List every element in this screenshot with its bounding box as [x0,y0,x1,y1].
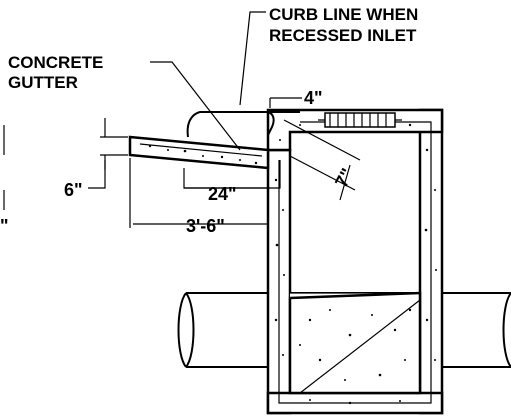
dimension-lines [3,11,361,228]
inlet-box [266,108,444,415]
concrete-stipple [148,123,437,405]
dim-3ft6in: 3'-6" [186,216,225,236]
curb-line [186,111,300,138]
dim-left-cut: 6" [0,216,9,236]
inlet-fill [288,291,422,395]
dim-7in: 7" [331,165,357,191]
dim-4in: 4" [304,88,323,108]
dim-24in: 24" [208,184,237,204]
label-gutter-1: CONCRETE [8,53,103,72]
labels: CURB LINE WHEN RECESSED INLET CONCRETE G… [0,5,418,236]
inlet-grate [318,112,402,128]
label-curb-line-2: RECESSED INLET [269,26,417,45]
label-curb-line-1: CURB LINE WHEN [269,5,418,24]
label-gutter-2: GUTTER [8,73,78,92]
concrete-gutter [128,135,270,170]
dim-6in: 6" [64,180,83,200]
